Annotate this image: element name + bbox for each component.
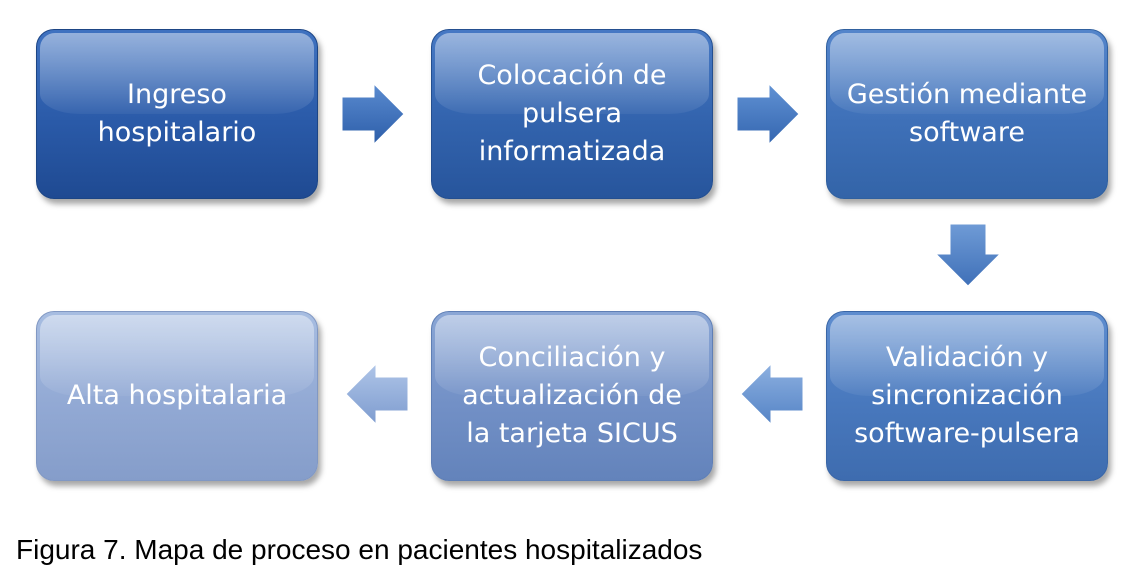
step-alta-hospitalaria: Alta hospitalaria	[36, 311, 318, 481]
step-label: Conciliación y actualización de la tarje…	[462, 342, 682, 449]
arrow-right-icon	[342, 84, 404, 144]
arrow-down-icon	[936, 224, 1000, 286]
step-conciliacion-sicus: Conciliación y actualización de la tarje…	[431, 311, 713, 481]
figure-caption: Figura 7. Mapa de proceso en pacientes h…	[16, 534, 703, 565]
step-label: Validación y sincronización software-pul…	[854, 342, 1080, 449]
arrow-left-icon	[741, 364, 803, 424]
step-validacion-sincronizacion: Validación y sincronización software-pul…	[826, 311, 1108, 481]
arrow-right-icon	[737, 84, 799, 144]
step-colocacion-pulsera: Colocación de pulsera informatizada	[431, 29, 713, 199]
step-gestion-software: Gestión mediante software	[826, 29, 1108, 199]
step-label: Alta hospitalaria	[66, 380, 288, 411]
arrow-left-icon	[346, 364, 408, 424]
step-label: Colocación de pulsera informatizada	[477, 60, 667, 167]
step-ingreso-hospitalario: Ingreso hospitalario	[36, 29, 318, 199]
step-label: Gestión mediante software	[846, 79, 1088, 148]
step-label: Ingreso hospitalario	[97, 79, 257, 148]
